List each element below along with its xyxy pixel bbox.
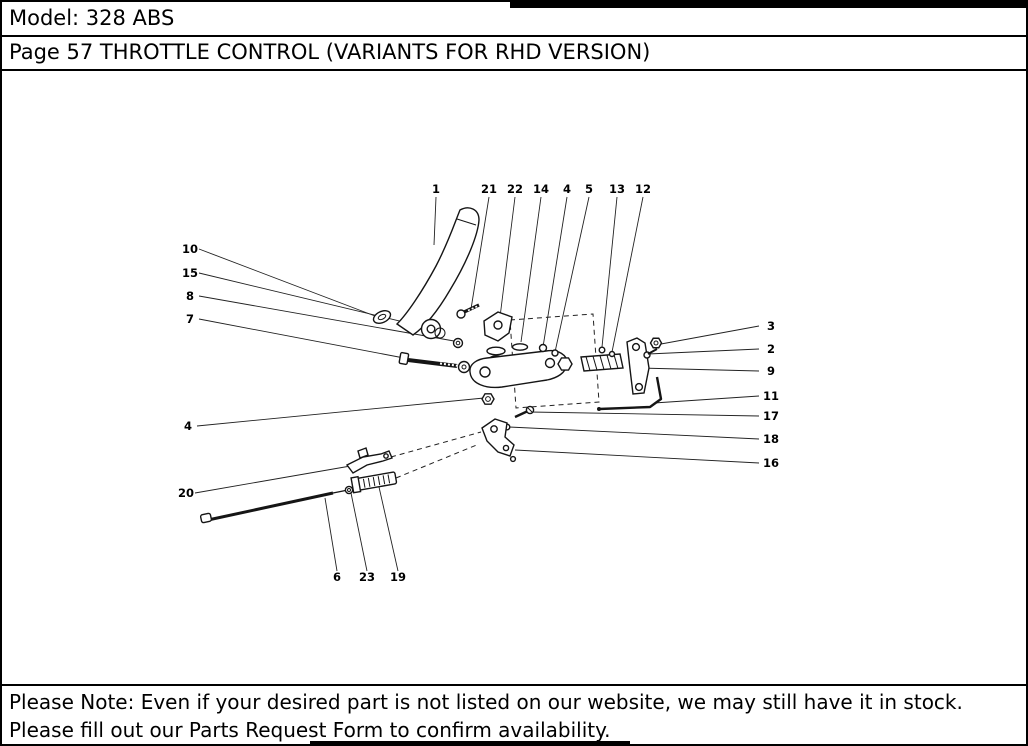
pivot-washer: [434, 327, 446, 339]
pivot-bushing: [372, 310, 392, 324]
upper-bracket-bolt: [456, 303, 480, 319]
cable-clip: [344, 485, 354, 495]
footer-line-2: Please fill out our Parts Request Form t…: [9, 718, 611, 742]
diagram-parts: [199, 207, 663, 524]
callout-17: 17: [763, 409, 779, 423]
parts-diagram: 1 21 22 14 4 5 13 12 10 15 8 7 3 2 9 11 …: [178, 182, 779, 584]
throttle-cable: [199, 487, 359, 524]
dashed-assembly-lines: [390, 313, 600, 479]
upper-bracket: [483, 311, 513, 342]
callout-3: 3: [767, 319, 775, 333]
bracket-nut: [481, 393, 495, 405]
spacer-washer: [452, 337, 464, 349]
bellcrank-screw: [514, 405, 535, 419]
pedal-arm: [395, 207, 480, 340]
callout-21: 21: [481, 182, 497, 196]
bellcrank: [481, 418, 517, 463]
callout-13: 13: [609, 182, 625, 196]
callout-5: 5: [585, 182, 593, 196]
callout-12: 12: [635, 182, 651, 196]
callout-15: 15: [182, 266, 198, 280]
callout-1: 1: [432, 182, 440, 196]
return-spring: [580, 346, 624, 372]
callout-10: 10: [182, 242, 198, 256]
callout-9: 9: [767, 364, 775, 378]
callout-19: 19: [390, 570, 406, 584]
callout-18: 18: [763, 432, 779, 446]
page-title-header: Page 57 THROTTLE CONTROL (VARIANTS FOR R…: [2, 37, 1026, 71]
scan-artifact-bottom: [310, 741, 630, 744]
page-title: Page 57 THROTTLE CONTROL (VARIANTS FOR R…: [9, 40, 651, 64]
callout-6: 6: [333, 570, 341, 584]
lever-nut: [649, 337, 663, 349]
callout-20: 20: [178, 486, 194, 500]
callout-labels: 1 21 22 14 4 5 13 12 10 15 8 7 3 2 9 11 …: [178, 182, 779, 584]
callout-23: 23: [359, 570, 375, 584]
footer-line-1: Please Note: Even if your desired part i…: [9, 690, 963, 714]
callout-4-left: 4: [184, 419, 192, 433]
callout-16: 16: [763, 456, 779, 470]
model-header: Model: 328 ABS: [2, 2, 1026, 37]
main-bracket: [469, 343, 573, 389]
cable-adjuster: [350, 471, 398, 494]
scan-artifact-top: [510, 2, 1026, 8]
pivot-bolt: [398, 351, 471, 374]
callout-14: 14: [533, 182, 549, 196]
cable-fork: [345, 447, 393, 474]
relay-lever: [626, 337, 650, 395]
callout-7: 7: [186, 312, 194, 326]
callout-11: 11: [763, 389, 779, 403]
model-label: Model: 328 ABS: [9, 6, 175, 30]
diagram-area: 1 21 22 14 4 5 13 12 10 15 8 7 3 2 9 11 …: [2, 71, 1026, 684]
callout-8: 8: [186, 289, 194, 303]
footer-note: Please Note: Even if your desired part i…: [2, 684, 1026, 744]
callout-4-top: 4: [563, 182, 571, 196]
lever-bolt: [643, 348, 658, 359]
leader-lines: [194, 196, 760, 572]
callout-2: 2: [767, 342, 775, 356]
throttle-rod: [597, 376, 663, 411]
callout-22: 22: [507, 182, 523, 196]
